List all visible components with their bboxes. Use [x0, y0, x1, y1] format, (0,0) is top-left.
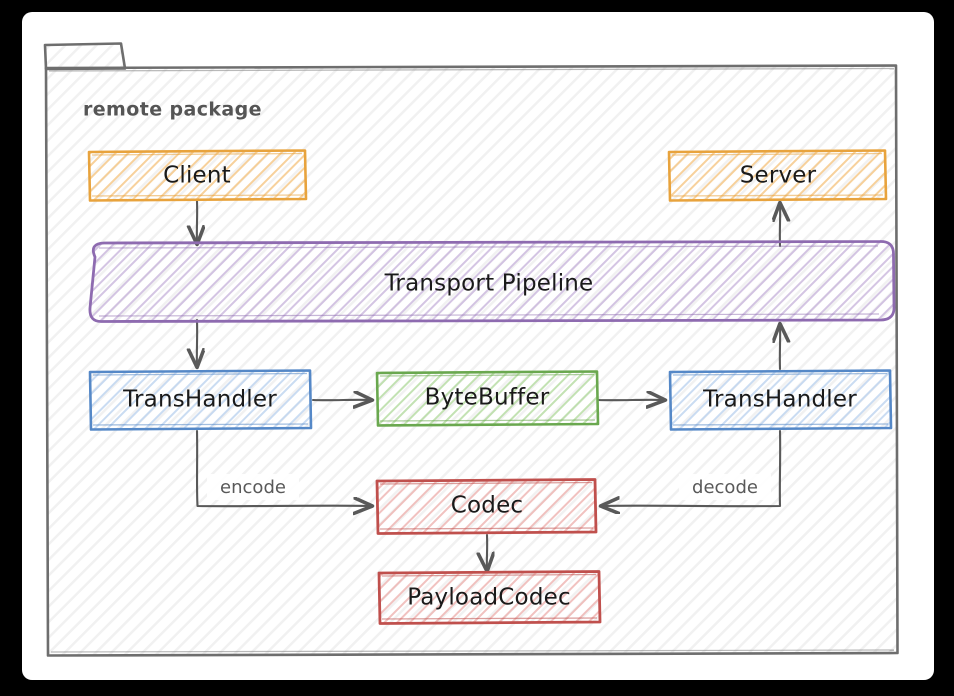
node-codec[interactable]: Codec [375, 478, 598, 535]
node-payloadcodec[interactable]: PayloadCodec [377, 570, 602, 625]
node-codec-label: Codec [451, 493, 524, 519]
edges-layer: Codec (elbow: down then right) --> Codec… [195, 199, 782, 570]
encode-label-backdrop [207, 474, 299, 500]
edge-label-decode: decode [692, 477, 758, 498]
package-frame [43, 42, 899, 657]
node-transhandler-right-label: TransHandler [702, 387, 857, 413]
edge-transhandler-right-to-codec [602, 429, 782, 506]
node-transhandler-right[interactable]: TransHandler [668, 369, 893, 431]
edge-label-encode: encode [220, 477, 286, 498]
node-transport-pipeline-label: Transport Pipeline [384, 271, 594, 297]
node-bytebuffer-label: ByteBuffer [425, 385, 550, 411]
node-transhandler-left-label: TransHandler [122, 387, 277, 413]
package-label: remote package [83, 99, 262, 121]
edge-transhandler-left-to-codec [195, 429, 371, 506]
node-payloadcodec-label: PayloadCodec [407, 585, 571, 611]
decode-label-backdrop [679, 474, 771, 500]
edge-labels-layer: encode decode [207, 474, 771, 500]
node-server[interactable]: Server [667, 149, 888, 202]
node-client[interactable]: Client [87, 149, 308, 202]
node-transhandler-left[interactable]: TransHandler [88, 369, 313, 431]
node-transport-pipeline[interactable]: Transport Pipeline [88, 240, 896, 323]
node-bytebuffer[interactable]: ByteBuffer [375, 370, 600, 427]
node-client-label: Client [163, 163, 231, 189]
node-server-label: Server [740, 163, 817, 189]
